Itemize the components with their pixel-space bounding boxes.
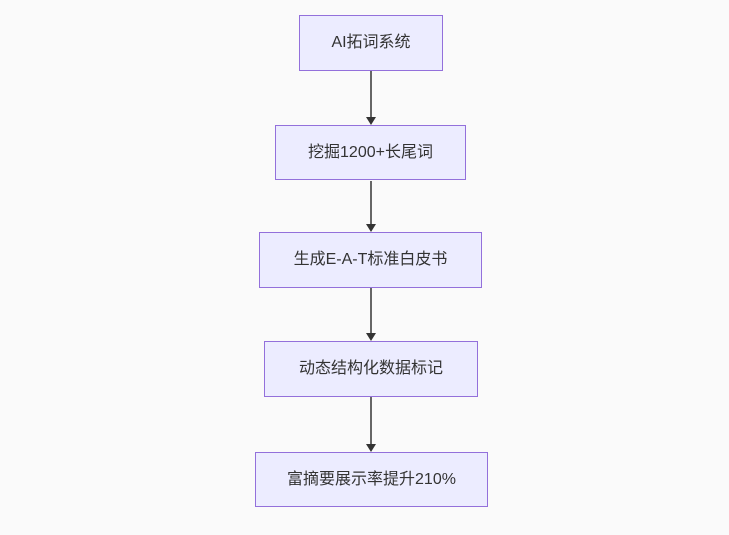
flow-node-label: 动态结构化数据标记 xyxy=(298,360,443,377)
flow-edge-3 xyxy=(365,288,377,341)
flow-edge-2 xyxy=(365,181,377,232)
flow-node-mine-longtail-keywords: 挖掘1200+长尾词 xyxy=(275,125,466,180)
arrowhead-down-icon xyxy=(366,224,376,232)
flow-node-rich-snippet-rate-increase: 富摘要展示率提升210% xyxy=(255,452,488,507)
arrowhead-down-icon xyxy=(366,117,376,125)
edge-line xyxy=(370,71,372,117)
edge-line xyxy=(370,181,372,224)
flow-node-label: 生成E-A-T标准白皮书 xyxy=(293,251,448,268)
arrowhead-down-icon xyxy=(366,444,376,452)
flow-node-generate-eat-whitepaper: 生成E-A-T标准白皮书 xyxy=(259,232,482,288)
flow-node-label: 挖掘1200+长尾词 xyxy=(308,143,433,161)
arrowhead-down-icon xyxy=(366,333,376,341)
flow-node-label: AI拓词系统 xyxy=(331,34,411,51)
flow-edge-1 xyxy=(365,71,377,125)
flow-edge-4 xyxy=(365,397,377,452)
flow-node-ai-word-expansion-system: AI拓词系统 xyxy=(299,15,443,71)
edge-line xyxy=(370,288,372,333)
flow-node-label: 富摘要展示率提升210% xyxy=(287,470,456,488)
edge-line xyxy=(370,397,372,444)
flow-node-dynamic-structured-data-markup: 动态结构化数据标记 xyxy=(264,341,478,397)
